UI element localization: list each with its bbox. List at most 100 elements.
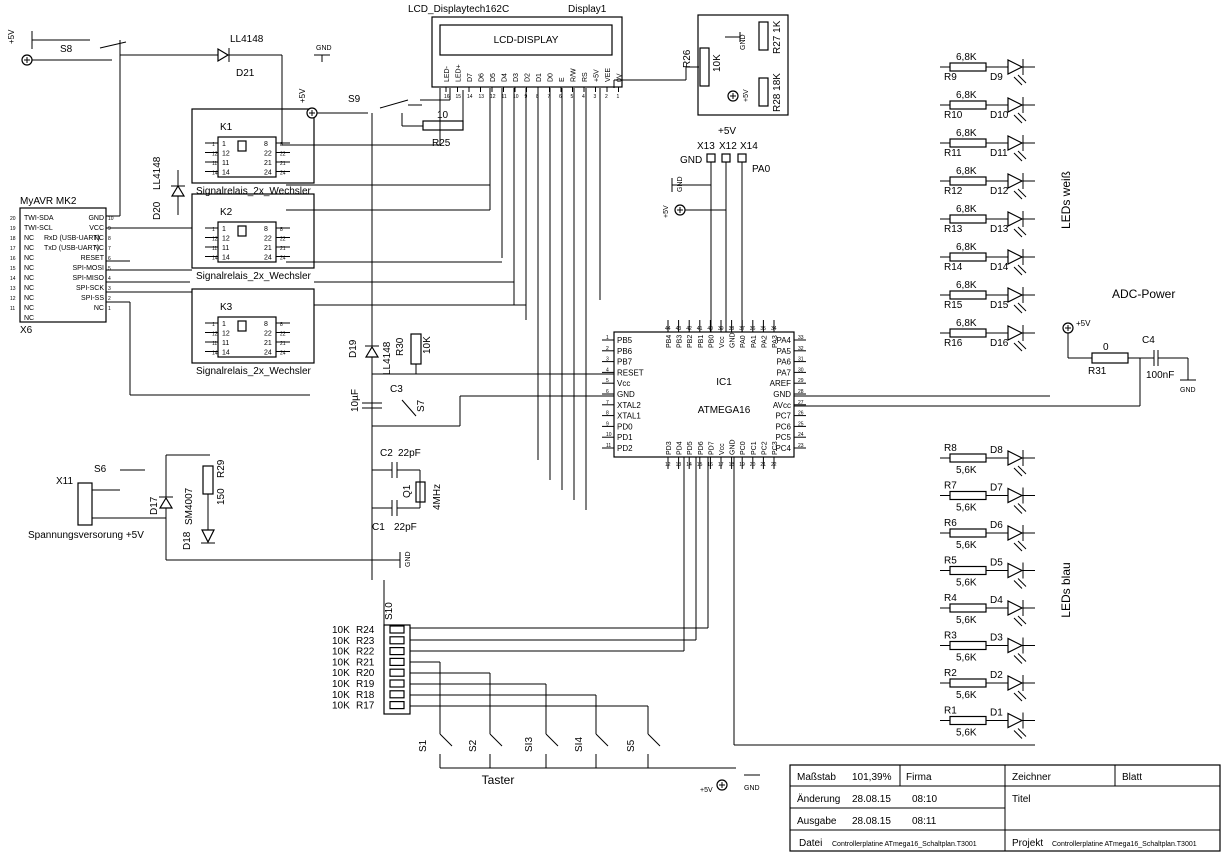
mcu-pin-bottom: GND — [730, 439, 737, 455]
white-value: 6,8K — [956, 90, 977, 101]
blue-diode-ref: D2 — [990, 670, 1003, 681]
scale-label: Maßstab — [797, 772, 836, 783]
header-gnd: GND — [680, 155, 702, 166]
file-value: Controllerplatine ATmega16_Schaltplan.T3… — [832, 841, 977, 848]
res-array-ref: R20 — [356, 668, 375, 679]
relay-pin-num: 12 — [212, 152, 218, 158]
d17-value: SM4007 — [184, 487, 195, 525]
mcu-name: ATMEGA16 — [698, 405, 751, 416]
q1-value: 4MHz — [432, 484, 443, 510]
white-value: 6,8K — [956, 52, 977, 63]
lcd-pin-num: 13 — [479, 94, 485, 100]
mcu-pin-num: 41 — [697, 326, 703, 332]
header-pa0: PA0 — [752, 164, 771, 175]
mcu-pin-right: GND — [773, 390, 791, 399]
mcu-pin-num: 23 — [798, 443, 804, 449]
relay-ref: K2 — [220, 207, 233, 218]
diode-d21: LL4148 D21 — [217, 34, 283, 145]
switch-s9: +5V S9 10 R25 — [298, 88, 464, 149]
issue-date: 28.08.15 — [852, 816, 891, 827]
mcu-pin-num: 38 — [729, 326, 735, 332]
power-label: Spannungsversorung +5V — [28, 530, 144, 541]
relay-pin-num: 8 — [280, 227, 283, 233]
button-s2: S2 — [468, 720, 736, 769]
blue-resistor-ref: R6 — [944, 518, 957, 529]
r25-value: 10 — [437, 110, 449, 121]
blue-resistor-ref: R5 — [944, 556, 957, 567]
myavr-pin-num: 2 — [108, 296, 111, 302]
project-label: Projekt — [1012, 838, 1043, 849]
mcu-pin-bottom: PD3 — [666, 441, 673, 455]
button-label: SI4 — [574, 737, 585, 752]
myavr-connector: MyAVR MK2 X6 TWI-SDA20TWI-SCL19NC18NC17N… — [10, 196, 114, 336]
pot-gnd: GND — [740, 34, 747, 50]
myavr-pin-right: NC — [94, 245, 104, 252]
myavr-pin-num: 7 — [108, 246, 111, 252]
lcd-pin-num: 3 — [594, 94, 597, 100]
mcu-pin-num: 35 — [760, 326, 766, 332]
s9-vcc: +5V — [298, 88, 307, 103]
r26-value: 10K — [712, 54, 723, 72]
blue-value: 5,6K — [956, 653, 977, 664]
mcu-pin-num: 20 — [750, 462, 756, 468]
mcu-pin-num: 7 — [606, 400, 609, 406]
d19-ref: D19 — [348, 339, 359, 358]
mcu-pin-num: 15 — [697, 462, 703, 468]
mcu-ref: IC1 — [716, 377, 732, 388]
mcu-pin-num: 25 — [798, 421, 804, 427]
lcd-pin-num: 15 — [456, 94, 462, 100]
file-label: Datei — [799, 838, 822, 849]
mcu-pin-num: 3 — [606, 357, 609, 363]
mcu-pin-num: 17 — [718, 462, 724, 468]
adc-power: ADC-Power +5V 0 R31 GND C4 100nF — [794, 287, 1196, 407]
mcu-pin-num: 43 — [676, 326, 682, 332]
mcu-pin-bottom: PD7 — [708, 441, 715, 455]
relay-pin-label: 21 — [264, 245, 272, 252]
s7-ref: S7 — [416, 399, 427, 412]
mcu-pin-top: PB0 — [708, 335, 715, 348]
res-array-value: 10K — [332, 657, 350, 668]
mcu-pin-num: 29 — [798, 378, 804, 384]
relay-pin-label: 14 — [222, 255, 230, 262]
taster-label: Taster — [482, 773, 515, 787]
lcd-pin-label: D7 — [467, 73, 474, 82]
relay-pin-label: 12 — [222, 331, 230, 338]
relay-label: Signalrelais_2x_Wechsler — [196, 271, 312, 282]
adc-power-label: ADC-Power — [1112, 287, 1175, 301]
lcd-pin-label: D2 — [525, 73, 532, 82]
myavr-pin-left: NC — [24, 245, 34, 252]
mcu-pin-num: 16 — [707, 462, 713, 468]
mcu-pin-num: 9 — [606, 421, 609, 427]
res-array-ref: R17 — [356, 701, 375, 712]
mcu-pin-num: 31 — [798, 357, 804, 363]
lcd-display: LCD-DISPLAY LCD_Displaytech162C Display1… — [408, 4, 624, 100]
adc-gnd: GND — [1180, 387, 1196, 394]
mcu-pin-num: 42 — [686, 326, 692, 332]
q1-ref: Q1 — [402, 484, 413, 498]
res-array-value: 10K — [332, 636, 350, 647]
c4-ref: C4 — [1142, 335, 1155, 346]
relay-ref: K3 — [220, 302, 233, 313]
mcu-pin-num: 14 — [686, 462, 692, 468]
relay-pin-num: 1 — [212, 322, 215, 328]
mcu-pin-top: Vcc — [719, 336, 726, 348]
blue-value: 5,6K — [956, 615, 977, 626]
mcu-pin-num: 24 — [798, 432, 804, 438]
c2-ref: C2 — [380, 448, 393, 459]
mcu-pin-right: PA4 — [776, 336, 791, 345]
mcu-pin-num: 44 — [665, 326, 671, 332]
lcd-ref: LCD_Displaytech162C — [408, 4, 509, 15]
res-array-ref: R23 — [356, 636, 375, 647]
header-gnd-sym: GND — [677, 176, 684, 192]
s10-ref: S10 — [384, 602, 395, 620]
myavr-pin-num: 11 — [10, 306, 15, 312]
headers-x12-x14: +5V X13 X12 X14 GND PA0 GND +5V — [663, 126, 771, 332]
white-value: 6,8K — [956, 318, 977, 329]
button-label: S5 — [626, 739, 637, 752]
mcu-pin-bottom: PD4 — [677, 441, 684, 455]
mcu-pin-left: XTAL1 — [617, 412, 641, 421]
lcd-label: LCD-DISPLAY — [494, 35, 559, 46]
